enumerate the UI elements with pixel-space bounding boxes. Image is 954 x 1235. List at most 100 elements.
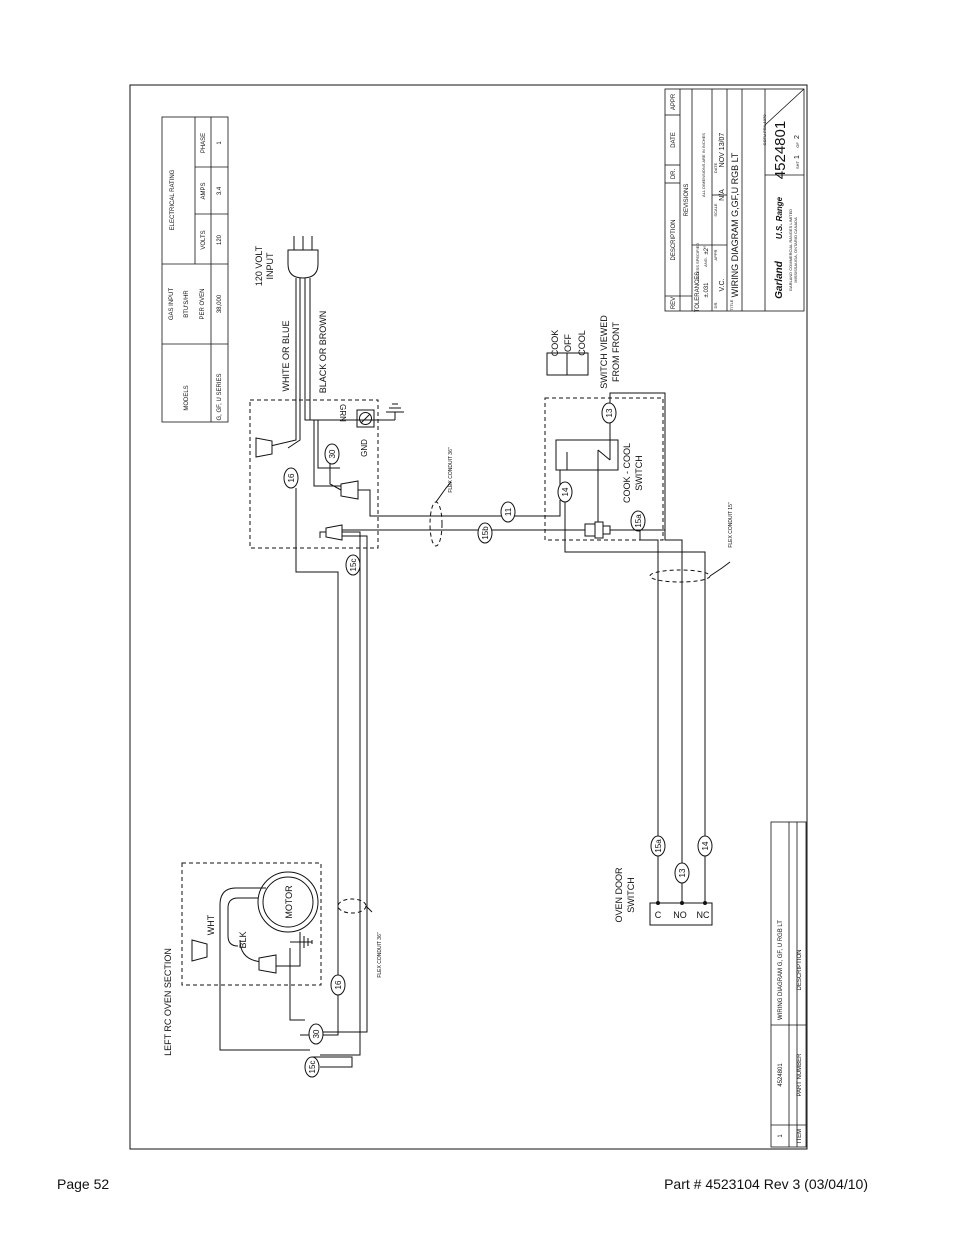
volts-header: VOLTS: [201, 230, 207, 249]
tolerance-value: ±.031: [704, 282, 710, 298]
wire-marker-16-bottom: [330, 974, 346, 996]
tolerances-label: TOLERANCES: [695, 272, 701, 313]
white-or-blue-label: WHITE OR BLUE: [281, 320, 291, 391]
switch-viewed-label-2: FROM FRONT: [611, 322, 621, 382]
grn-label: GRN: [338, 404, 347, 422]
page-number: Page 52: [57, 1176, 110, 1192]
of-label: OF: [795, 142, 800, 148]
wire-number-15a-switch: 15a: [634, 514, 643, 528]
motor-icon: [257, 871, 319, 945]
motor-label: MOTOR: [284, 885, 294, 919]
wire-marker-30-top: [324, 443, 340, 465]
brand-us-range-logo: U.S. Range: [775, 196, 784, 239]
parts-part-value: 4524801: [778, 1063, 784, 1087]
date-label: DATE: [713, 162, 718, 173]
per-oven-header: PER OVEN: [200, 288, 206, 319]
bottom-return-wires: [312, 1056, 353, 1068]
gnd-label: GND: [360, 439, 369, 457]
oven-section-box: [181, 862, 322, 986]
brand-garland-logo: Garland: [774, 260, 785, 299]
title-appr-header: APPR: [671, 93, 677, 110]
wire-marker-11: [500, 501, 516, 523]
gas-input-header: GAS INPUT: [169, 287, 175, 320]
btu-header: BTU'S/HR: [184, 290, 190, 318]
title-dr-header: DR.: [671, 169, 677, 180]
title-block: [664, 88, 805, 312]
drawing-frame: [129, 84, 808, 1150]
drawing-number: 4524801: [772, 121, 789, 179]
unless-specified-label: UNLESS SPECIFIED: [695, 243, 700, 281]
wire-number-11: 11: [504, 507, 513, 516]
parts-part-header: PART NUMBER: [797, 1053, 803, 1097]
company-line-2: MISSISSAUGA, ONTARIO CANADA: [793, 217, 798, 283]
amps-value: 3.4: [217, 186, 223, 195]
phase-value: 1: [217, 141, 223, 145]
supply-wires: [261, 278, 395, 487]
left-rc-oven-section-label: LEFT RC OVEN SECTION: [163, 948, 173, 1056]
door-switch-wires: [564, 502, 706, 903]
wire-number-30-top: 30: [328, 449, 337, 458]
date-value: NOV 13/07: [719, 133, 726, 168]
inline-connector-icon: [584, 521, 611, 539]
appr-label: APPR: [713, 249, 718, 260]
wire-marker-14-door: [697, 835, 713, 857]
title-date-header: DATE: [671, 132, 677, 148]
wire-marker-15b: [477, 522, 493, 544]
all-dimensions-label: ALL DIMENSIONS ARE IN INCHES: [701, 133, 706, 197]
models-header: MODELS: [184, 385, 190, 410]
angular-label: ANG.: [703, 257, 708, 267]
volt-input-line2: INPUT: [265, 252, 275, 280]
wire-number-13-switch: 13: [605, 408, 614, 417]
door-switch-c: C: [655, 910, 662, 920]
wire-connector-icon: [191, 939, 277, 974]
wire-marker-16-top: [283, 467, 299, 489]
angular-value: ±2°: [704, 245, 710, 255]
cook-cool-switch-label-2: SWITCH: [634, 455, 644, 491]
dr-value: V.C.: [719, 278, 726, 291]
of-value: 2: [794, 135, 801, 139]
off-position-label: OFF: [563, 334, 573, 352]
scale-label: SCALE: [713, 203, 718, 216]
flex-conduit-36-top-label: FLEX CONDUIT 36": [448, 447, 454, 493]
door-switch-no: NO: [673, 910, 687, 920]
wire-marker-15a-door: [650, 835, 666, 857]
wht-label: WHT: [206, 914, 216, 935]
volt-input-line1: 120 VOLT: [254, 245, 264, 286]
revisions-label: REVISIONS: [684, 184, 690, 217]
wire-number-30-bottom: 30: [312, 1029, 321, 1038]
wire-connector-icon: [255, 437, 359, 541]
ground-symbol-icon: [386, 403, 404, 420]
wire-number-15c-top: 15c: [349, 559, 358, 572]
cool-position-label: COOL: [577, 330, 587, 356]
wire-marker-13-door: [674, 862, 690, 884]
sheet-value: 1: [794, 155, 801, 159]
amps-header: AMPS: [201, 182, 207, 199]
parts-item-header: ITEM: [797, 1129, 803, 1143]
cook-cool-switch-box: [544, 397, 664, 541]
title-label: TITLE: [729, 299, 734, 310]
parts-desc-value: WIRING DIAGRAM G, GF, U RGB LT: [778, 920, 784, 1020]
wire-number-14-door: 14: [701, 841, 710, 850]
oven-door-switch-icon: [649, 901, 713, 926]
wire-number-13-door: 13: [678, 868, 687, 877]
sheet-label: SHT: [795, 160, 800, 169]
power-plug-icon: [287, 236, 319, 279]
title-rev-header: REV: [671, 297, 677, 309]
wire-number-15c-bottom: 15c: [308, 1061, 317, 1074]
wire-number-16-top: 16: [287, 473, 296, 482]
flex-conduit-15-label: FLEX CONDUIT 15": [728, 502, 734, 548]
ground-screw-icon: [356, 409, 375, 428]
cook-cool-switch-icon: [555, 420, 619, 486]
conduit-leader: [365, 481, 731, 913]
door-switch-nc: NC: [697, 910, 710, 920]
cook-cool-switch-label-1: COOK - COOL: [622, 443, 632, 503]
form-code: GCFU PRN 1370: [762, 114, 767, 146]
electrical-rating-table: [161, 116, 229, 423]
wire-number-15a-door: 15a: [654, 839, 663, 853]
wire-number-15b: 15b: [481, 526, 490, 540]
wire-marker-15a-switch: [630, 510, 646, 532]
title-description-header: DESCRIPTION: [671, 219, 677, 260]
wire-marker-13-switch: [601, 402, 617, 424]
dr-label: DR.: [713, 302, 718, 309]
